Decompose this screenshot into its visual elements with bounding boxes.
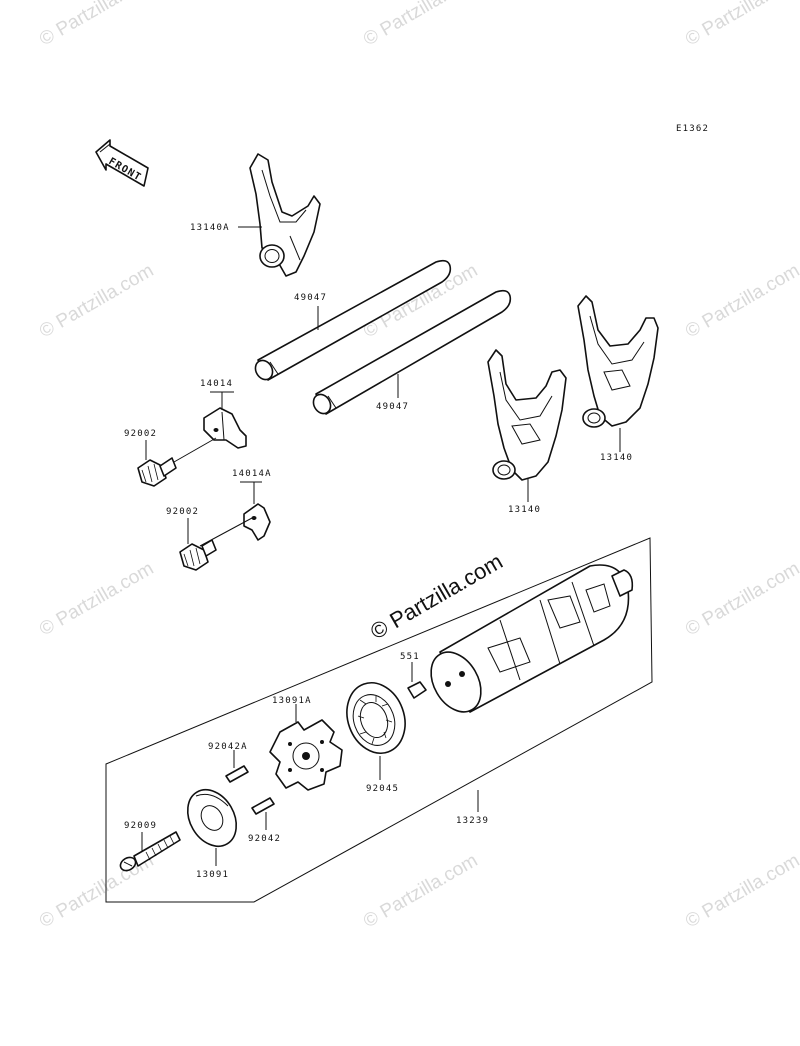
stopper-plate-14014a: [243, 503, 271, 541]
shift-fork-13140a: [249, 153, 321, 277]
label-92009: 92009: [124, 821, 157, 831]
label-13140-right: 13140: [600, 453, 633, 463]
fork-shaft-lower: [312, 289, 512, 415]
shift-drum-13239: [430, 564, 634, 713]
watermark: © Partzilla.com: [360, 0, 481, 50]
watermark: © Partzilla.com: [682, 260, 800, 342]
watermark: © Partzilla.com: [682, 0, 800, 50]
label-14014a: 14014A: [232, 469, 272, 479]
watermark: © Partzilla.com: [682, 850, 800, 932]
label-92002-lower: 92002: [166, 507, 199, 517]
label-13140-middle: 13140: [508, 505, 541, 515]
label-92042a: 92042A: [208, 742, 248, 752]
label-14014: 14014: [200, 379, 233, 389]
label-13140a: 13140A: [190, 223, 230, 233]
fork-shaft-upper: [254, 259, 452, 381]
label-49047-upper: 49047: [294, 293, 327, 303]
shift-fork-13140-middle: [487, 349, 567, 481]
watermark: © Partzilla.com: [360, 850, 481, 932]
stopper-plate-14014: [203, 407, 247, 449]
watermark: © Partzilla.com: [682, 558, 800, 640]
bearing-92045: [346, 682, 406, 754]
label-92002-upper: 92002: [124, 429, 157, 439]
watermark: © Partzilla.com: [36, 0, 157, 50]
label-13091: 13091: [196, 870, 229, 880]
front-arrow-icon: FRONT: [95, 139, 149, 187]
label-551: 551: [400, 652, 420, 662]
diagram-code: E1362: [676, 124, 709, 134]
screw-92009: [119, 831, 181, 872]
shift-fork-13140-right: [577, 295, 659, 428]
pin-92042: [251, 797, 275, 815]
pin-92042a: [225, 765, 249, 783]
bolt-92002-upper: [137, 437, 217, 487]
bolt-92002-lower: [179, 517, 253, 571]
watermark: © Partzilla.com: [36, 558, 157, 640]
label-13239: 13239: [456, 816, 489, 826]
label-92042: 92042: [248, 834, 281, 844]
drum-assembly-boundary: [105, 537, 653, 903]
label-13091a: 13091A: [272, 696, 312, 706]
pin-551: [407, 681, 427, 699]
plate-13091: [186, 788, 238, 848]
label-49047-lower: 49047: [376, 402, 409, 412]
watermark: © Partzilla.com: [36, 260, 157, 342]
label-92045: 92045: [366, 784, 399, 794]
shift-cam-13091a: [269, 719, 343, 791]
